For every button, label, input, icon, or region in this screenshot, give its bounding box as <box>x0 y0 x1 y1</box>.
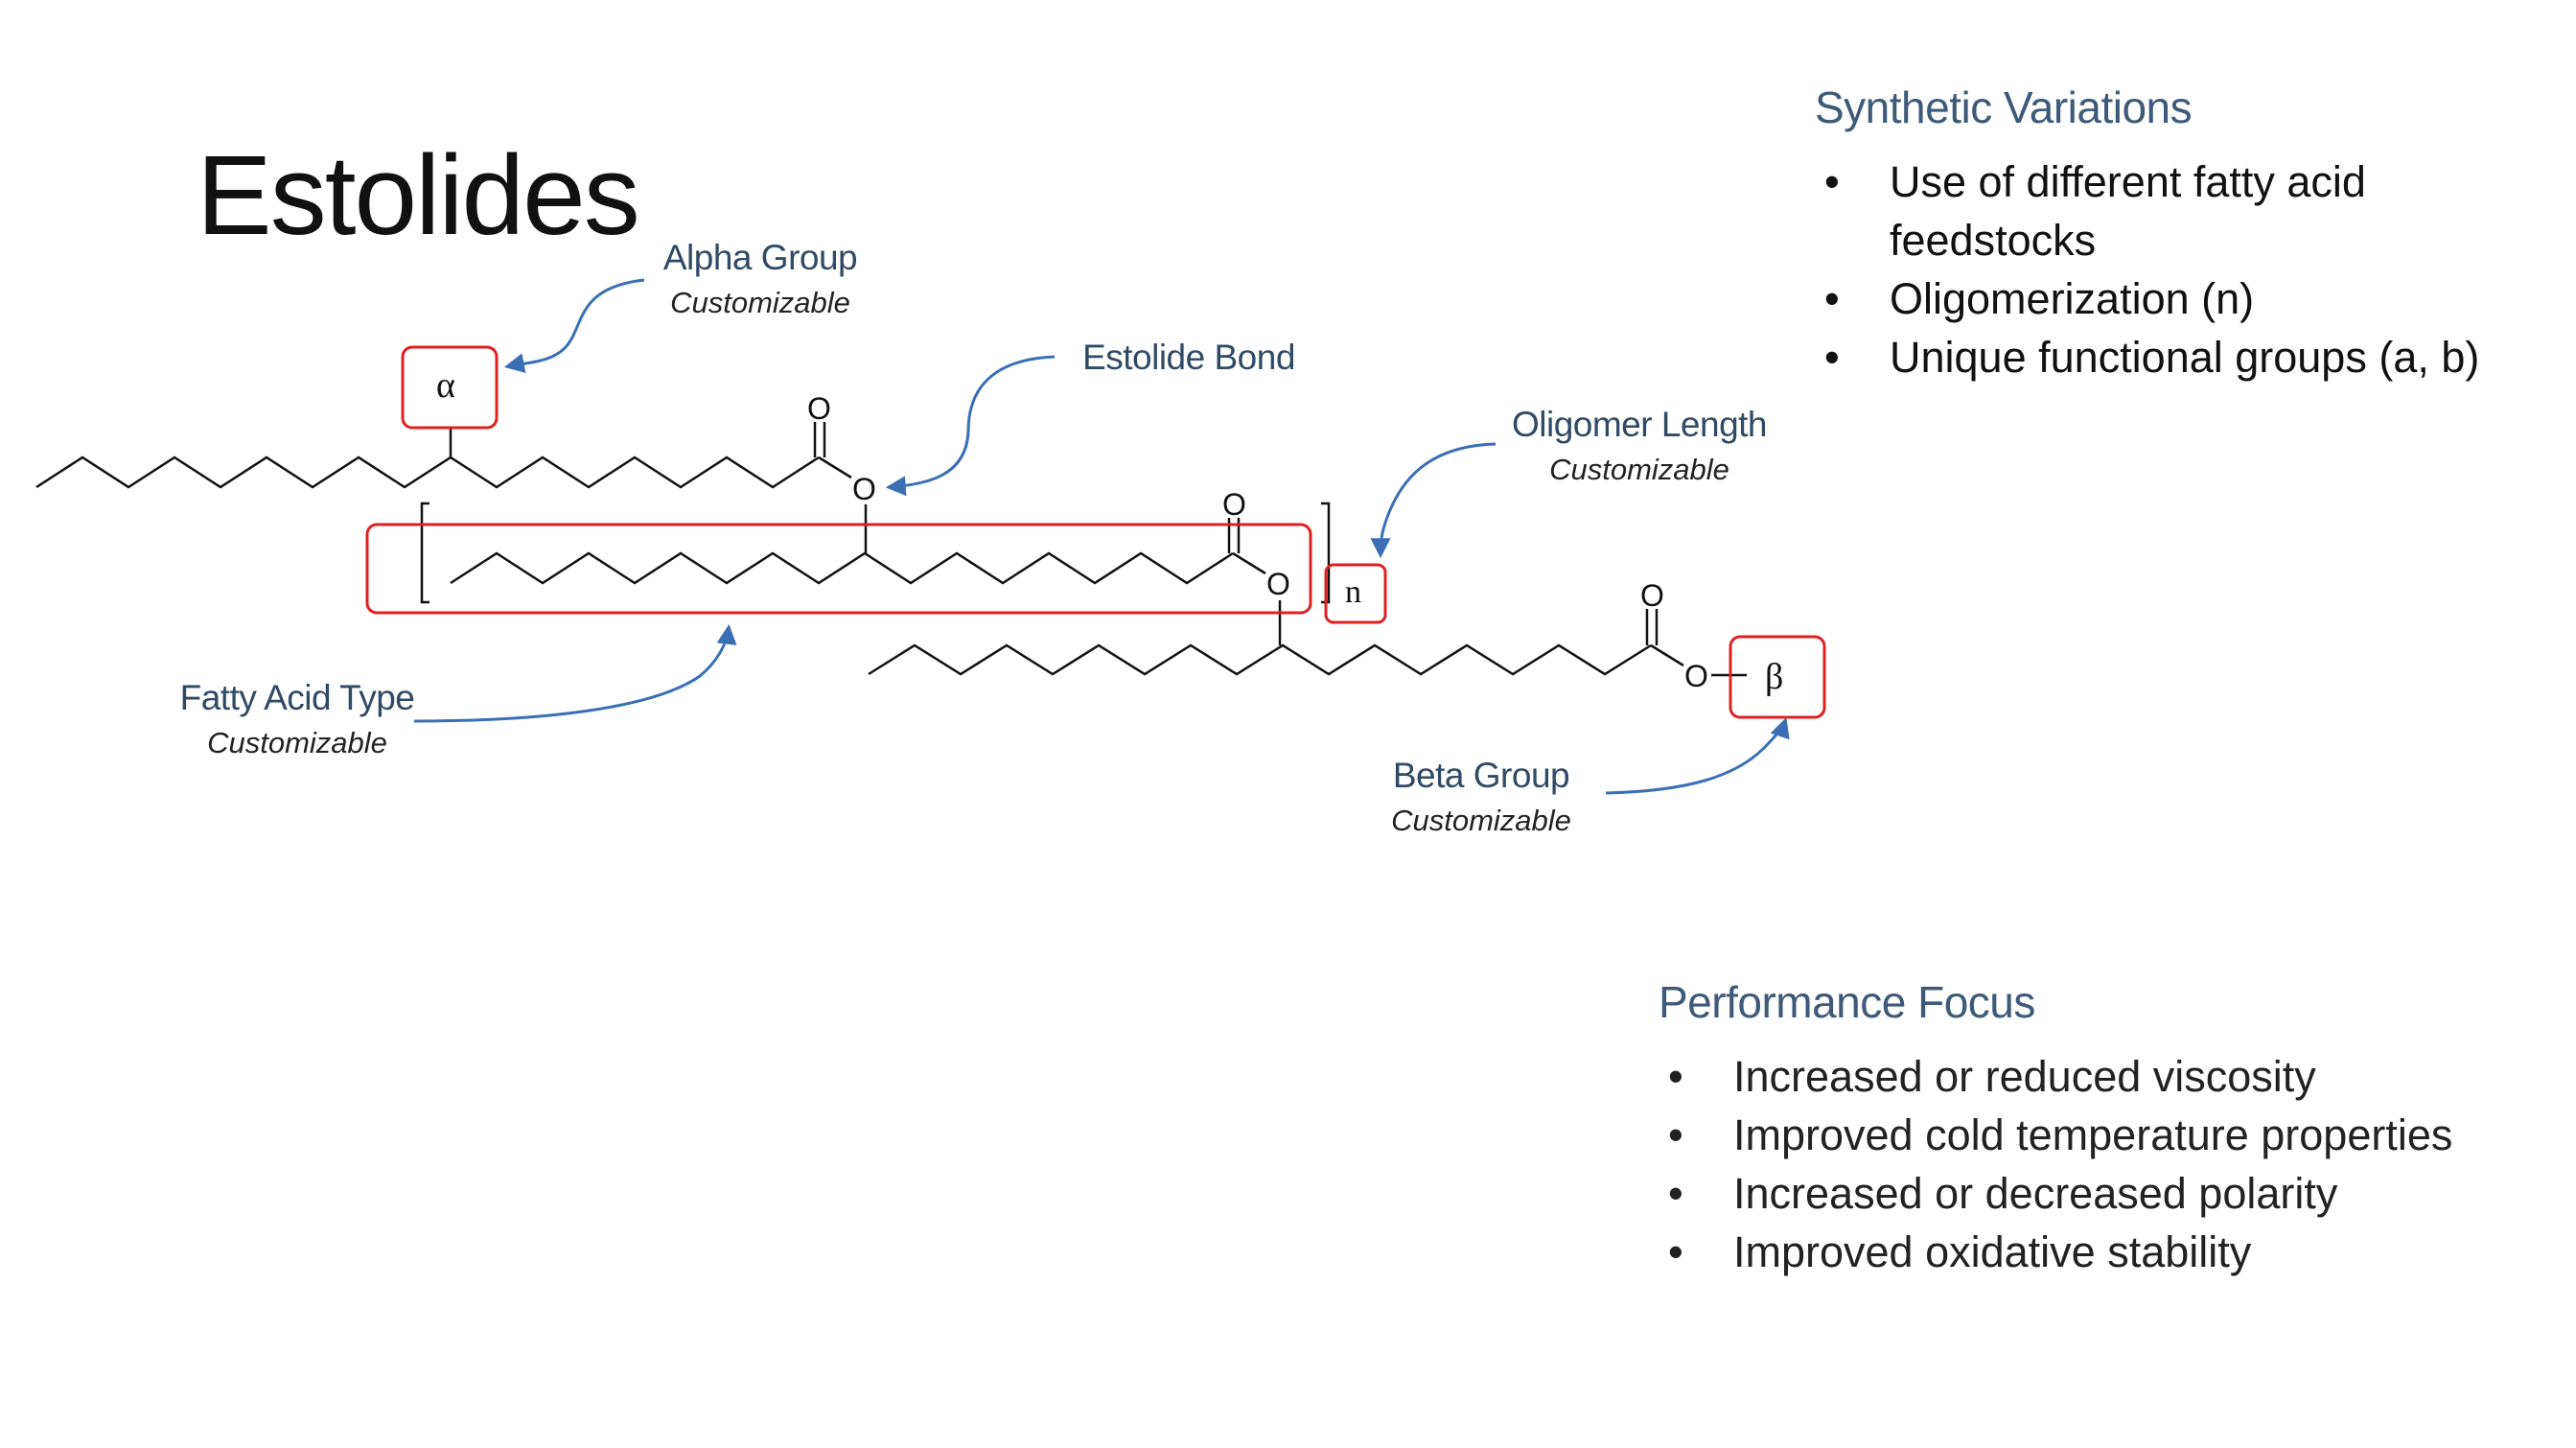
beta-symbol: β <box>1765 657 1783 697</box>
bullet-icon: • <box>1668 1110 1683 1159</box>
estolide-bond-arrow <box>885 355 1056 497</box>
bullet-icon: • <box>1668 1227 1683 1276</box>
alpha-group-box <box>401 345 499 430</box>
fatty-acid-arrow <box>413 623 737 723</box>
bullet-icon: • <box>1824 274 1840 323</box>
top-chain-bonds <box>35 455 820 489</box>
bottom-carbonyl-oxygen: O <box>1640 578 1664 613</box>
synthetic-variations-panel: Synthetic Variations •Use of different f… <box>1815 82 2543 386</box>
beta-group-box <box>1729 635 1826 719</box>
alpha-group-title: Alpha Group <box>662 238 858 277</box>
fatty-acid-box <box>365 523 1312 615</box>
oligomer-length-label: Oligomer Length Customizable <box>1481 405 1798 487</box>
beta-group-title: Beta Group <box>1392 756 1570 795</box>
beta-arrow <box>1605 717 1790 795</box>
fatty-acid-type-subtitle: Customizable <box>207 726 387 759</box>
list-item: •Oligomerization (n) <box>1815 269 2543 328</box>
synthetic-variations-heading: Synthetic Variations <box>1815 82 2193 132</box>
beta-ester-oxygen: O <box>1684 659 1708 693</box>
fatty-acid-type-label: Fatty Acid Type Customizable <box>153 678 441 760</box>
repeat-bracket-left <box>420 502 429 604</box>
estolide-oxygen-1: O <box>852 472 876 506</box>
estolide-bond-label: Estolide Bond <box>1045 338 1333 378</box>
list-item: •Improved oxidative stability <box>1659 1223 2560 1281</box>
bullet-icon: • <box>1824 157 1840 206</box>
estolide-bond-title: Estolide Bond <box>1082 338 1295 377</box>
middle-ester-bond <box>1232 551 1266 575</box>
middle-chain-bonds <box>450 551 1234 585</box>
repeat-n-symbol: n <box>1345 574 1361 610</box>
alpha-group-label: Alpha Group Customizable <box>616 238 904 320</box>
oligomer-arrow <box>1370 442 1497 559</box>
estolide-oxygen-2: O <box>1266 567 1290 601</box>
list-item: •Increased or decreased polarity <box>1659 1164 2560 1223</box>
oligomer-length-subtitle: Customizable <box>1549 453 1729 486</box>
performance-focus-heading: Performance Focus <box>1659 977 2035 1027</box>
page-title: Estolides <box>197 132 640 259</box>
bullet-icon: • <box>1824 333 1840 382</box>
performance-focus-panel: Performance Focus •Increased or reduced … <box>1659 976 2560 1281</box>
bottom-chain-bonds <box>868 643 1652 676</box>
synthetic-variations-list: •Use of different fatty acid feedstocks … <box>1815 152 2543 386</box>
beta-group-subtitle: Customizable <box>1391 804 1571 837</box>
list-item: •Use of different fatty acid feedstocks <box>1815 152 2543 269</box>
list-item: •Unique functional groups (a, b) <box>1815 328 2543 386</box>
list-item: •Improved cold temperature properties <box>1659 1106 2560 1164</box>
top-carbonyl-oxygen: O <box>807 391 831 426</box>
list-item: •Increased or reduced viscosity <box>1659 1047 2560 1106</box>
performance-focus-list: •Increased or reduced viscosity •Improve… <box>1659 1047 2560 1281</box>
oligomer-length-title: Oligomer Length <box>1511 405 1768 444</box>
beta-group-label: Beta Group Customizable <box>1337 756 1625 838</box>
middle-carbonyl-oxygen: O <box>1222 487 1246 522</box>
bottom-ester-bond <box>1650 643 1684 667</box>
oligomer-n-box <box>1324 563 1387 624</box>
alpha-group-subtitle: Customizable <box>670 286 850 319</box>
fatty-acid-type-title: Fatty Acid Type <box>179 678 415 717</box>
alpha-arrow <box>503 278 645 374</box>
bullet-icon: • <box>1668 1169 1683 1218</box>
alpha-symbol: α <box>436 365 455 406</box>
top-ester-bond <box>818 455 852 479</box>
bullet-icon: • <box>1668 1052 1683 1101</box>
